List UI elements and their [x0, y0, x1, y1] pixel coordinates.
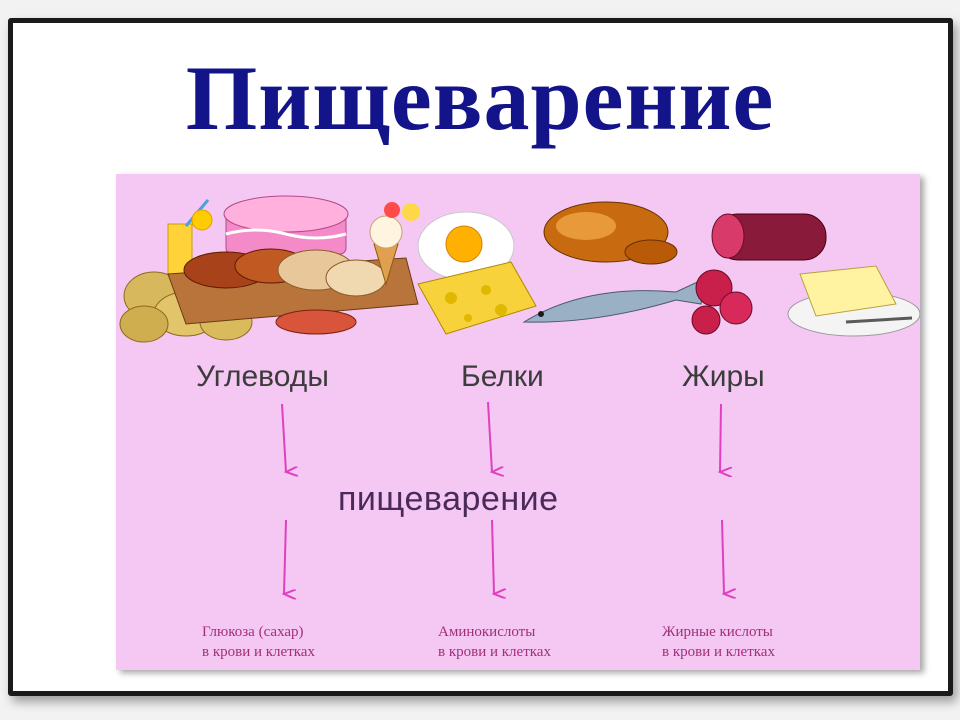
fried-egg-illustration: [417, 211, 515, 281]
result-fats: Жирные кислоты в крови и клетках: [662, 622, 775, 662]
digestion-process-label: пищеварение: [338, 480, 559, 518]
roast-chicken-illustration: [543, 201, 678, 265]
result-fats-line1: Жирные кислоты: [662, 624, 773, 640]
result-proteins: Аминокислоты в крови и клетках: [438, 622, 551, 662]
digestion-diagram-panel: Углеводы Белки Жиры пищеварение Глюкоза …: [116, 174, 920, 670]
result-fats-line2: в крови и клетках: [662, 644, 775, 660]
result-carbohydrates: Глюкоза (сахар) в крови и клетках: [202, 622, 315, 662]
ice-cream-illustration: [369, 202, 420, 286]
group-label-fats: Жиры: [682, 360, 765, 393]
group-label-proteins: Белки: [461, 360, 544, 393]
slide-title: Пищеварение: [185, 47, 775, 149]
arrow-digestion-to-glucose: [284, 519, 286, 594]
arrow-fats-to-digestion: [720, 403, 721, 472]
result-proteins-line2: в крови и клетках: [438, 644, 551, 660]
food-illustration: [119, 195, 920, 343]
result-proteins-line1: Аминокислоты: [438, 624, 536, 640]
arrow-proteins-to-digestion: [487, 401, 492, 472]
butter-illustration: [787, 265, 920, 337]
arrows-layer: [281, 401, 920, 670]
group-label-carbohydrates: Углеводы: [196, 360, 329, 393]
cheese-illustration: [417, 261, 537, 335]
arrow-carbohydrates-to-digestion: [281, 403, 286, 472]
cake-illustration: [223, 195, 349, 255]
result-carbohydrates-line2: в крови и клетках: [202, 644, 315, 660]
arrow-digestion-to-fatty-acids: [721, 519, 724, 594]
sausage-illustration: [691, 213, 827, 335]
juice-glass-illustration: [167, 199, 213, 275]
result-carbohydrates-line1: Глюкоза (сахар): [202, 624, 304, 640]
bread-illustration: [167, 248, 419, 335]
arrow-digestion-to-amino-acids: [491, 519, 494, 594]
